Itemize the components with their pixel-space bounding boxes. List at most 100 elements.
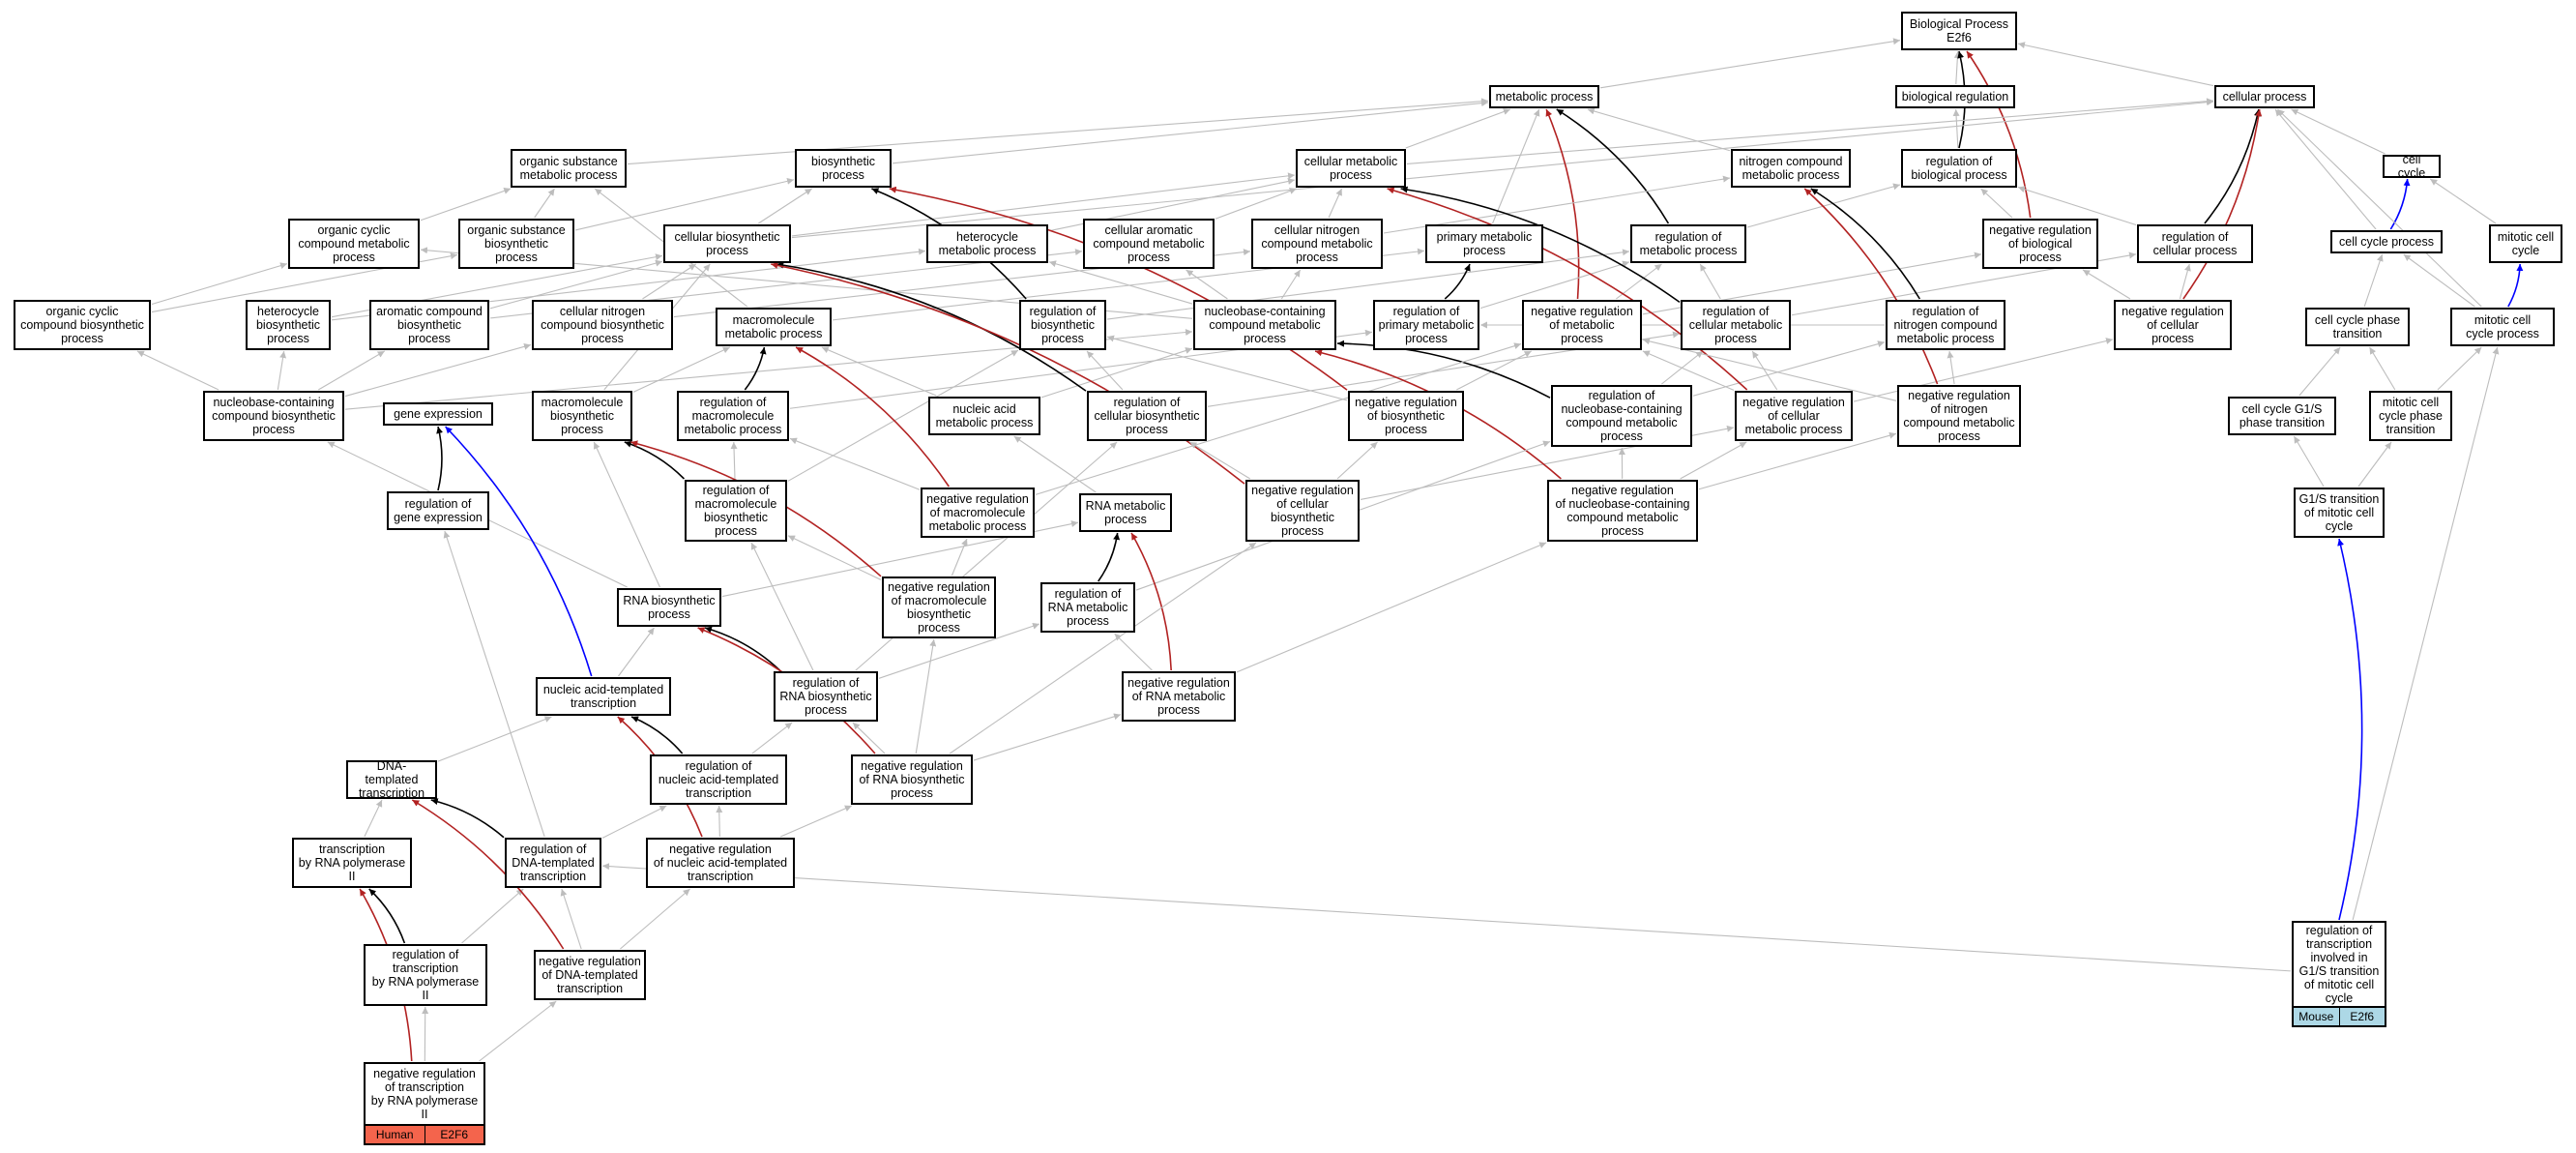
go-term-cellbio[interactable]: cellular biosynthetic process — [663, 224, 791, 263]
go-term-label: regulation of nucleobase-containing comp… — [1561, 389, 1683, 443]
go-term-rnabio[interactable]: RNA biosynthetic process — [617, 588, 721, 627]
go-term-dnatrans[interactable]: DNA-templated transcription — [346, 760, 437, 799]
go-term-orgsubbio[interactable]: organic substance biosynthetic process — [458, 219, 574, 269]
go-term-biosyn[interactable]: biosynthetic process — [795, 149, 892, 188]
go-term-label: organic cyclic compound metabolic proces… — [298, 223, 410, 264]
edge-is-a — [1280, 269, 1302, 300]
go-term-negregcell[interactable]: negative regulation of cellular process — [2114, 300, 2232, 350]
edge-is-a — [1698, 431, 1897, 490]
go-term-regnucbase[interactable]: regulation of nucleobase-containing comp… — [1551, 385, 1692, 447]
go-term-reggene[interactable]: regulation of gene expression — [387, 491, 489, 530]
go-term-nitro[interactable]: nitrogen compound metabolic process — [1731, 149, 1851, 188]
go-term-negregbio[interactable]: negative regulation of biological proces… — [1982, 219, 2098, 269]
go-term-ccg1s[interactable]: cell cycle G1/S phase transition — [2228, 397, 2336, 435]
go-term-orgsub[interactable]: organic substance metabolic process — [511, 149, 627, 188]
edge-is-a — [627, 98, 1489, 165]
go-term-metab[interactable]: metabolic process — [1489, 85, 1599, 108]
go-term-nucacid[interactable]: nucleic acid metabolic process — [928, 397, 1040, 435]
go-term-negregbiosyn[interactable]: negative regulation of biosynthetic proc… — [1348, 391, 1464, 441]
edge-is-a — [1106, 249, 1630, 320]
edge-regulates — [704, 626, 781, 671]
go-term-regmetab[interactable]: regulation of metabolic process — [1630, 224, 1746, 263]
go-term-label: macromolecule metabolic process — [724, 313, 823, 340]
go-term-macro[interactable]: macromolecule metabolic process — [716, 308, 832, 346]
go-term-orgcycbio[interactable]: organic cyclic compound biosynthetic pro… — [14, 300, 151, 350]
go-term-orgcyc[interactable]: organic cyclic compound metabolic proces… — [288, 219, 420, 269]
go-term-regprim[interactable]: regulation of primary metabolic process — [1373, 300, 1479, 350]
go-term-mouse[interactable]: regulation of transcription involved in … — [2292, 921, 2386, 1027]
go-term-regrnabio[interactable]: regulation of RNA biosynthetic process — [774, 671, 878, 722]
edge-is-a — [730, 441, 738, 480]
go-term-negregnat[interactable]: negative regulation of nucleic acid-temp… — [646, 838, 795, 888]
go-term-cellnitrobio[interactable]: cellular nitrogen compound biosynthetic … — [532, 300, 673, 350]
go-term-cellcycle[interactable]: cell cycle — [2383, 155, 2441, 178]
go-term-regcellbio[interactable]: regulation of cellular biosynthetic proc… — [1087, 391, 1207, 441]
go-term-bioreg[interactable]: biological regulation — [1895, 85, 2015, 108]
edge-is-a — [1189, 441, 1251, 480]
go-term-trpol2[interactable]: transcription by RNA polymerase II — [292, 838, 412, 888]
go-term-regtrpol2[interactable]: regulation of transcription by RNA polym… — [364, 944, 487, 1006]
go-term-regbiosyn[interactable]: regulation of biosynthetic process — [1019, 300, 1106, 350]
go-term-root[interactable]: Biological Process E2f6 — [1901, 12, 2017, 50]
edge-is-a — [2082, 269, 2131, 300]
go-term-regmacro[interactable]: regulation of macromolecule metabolic pr… — [677, 391, 789, 441]
go-term-cellarom[interactable]: cellular aromatic compound metabolic pro… — [1083, 219, 1215, 269]
go-term-regbio[interactable]: regulation of biological process — [1901, 149, 2017, 188]
edge-is-a — [1013, 435, 1097, 493]
go-term-label: regulation of RNA biosynthetic process — [779, 676, 872, 717]
edge-is-a — [1336, 441, 1378, 480]
go-term-label: negative regulation of biological proces… — [1989, 223, 2092, 264]
go-term-nucbase[interactable]: nucleobase-containing compound metabolic… — [1193, 300, 1336, 350]
go-term-geneexp[interactable]: gene expression — [383, 402, 493, 426]
go-term-ccphase[interactable]: cell cycle phase transition — [2305, 308, 2410, 346]
go-term-negregrnametab[interactable]: negative regulation of RNA metabolic pro… — [1122, 671, 1236, 722]
go-term-rnametab[interactable]: RNA metabolic process — [1079, 493, 1172, 532]
edge-is-a — [855, 441, 1118, 671]
edge-is-a — [1456, 350, 1532, 391]
go-term-negregmacro[interactable]: negative regulation of macromolecule met… — [921, 488, 1035, 538]
edge-is-a — [878, 622, 1040, 679]
go-term-hetero[interactable]: heterocycle metabolic process — [926, 224, 1048, 263]
go-term-regdna[interactable]: regulation of DNA-templated transcriptio… — [505, 838, 601, 888]
go-term-human[interactable]: negative regulation of transcription by … — [364, 1062, 485, 1145]
go-term-mitccphase[interactable]: mitotic cell cycle phase transition — [2369, 391, 2452, 441]
go-term-mitccproc[interactable]: mitotic cell cycle process — [2450, 308, 2555, 346]
go-term-arombio[interactable]: aromatic compound biosynthetic process — [369, 300, 489, 350]
go-term-nucbasebio[interactable]: nucleobase-containing compound biosynthe… — [203, 391, 344, 441]
go-term-negregdna[interactable]: negative regulation of DNA-templated tra… — [534, 950, 646, 1000]
go-term-heterobio[interactable]: heterocycle biosynthetic process — [246, 300, 331, 350]
go-term-mitcc[interactable]: mitotic cell cycle — [2489, 224, 2562, 263]
go-term-macrobio[interactable]: macromolecule biosynthetic process — [532, 391, 632, 441]
edge-regulates — [1098, 532, 1121, 582]
edge-is-a — [2369, 346, 2396, 391]
go-term-label: nucleic acid-templated transcription — [542, 683, 664, 710]
edge-is-a — [489, 259, 663, 310]
go-term-negregmetab[interactable]: negative regulation of metabolic process — [1522, 300, 1642, 350]
go-term-regrnametab[interactable]: regulation of RNA metabolic process — [1040, 582, 1135, 633]
go-term-ccproc[interactable]: cell cycle process — [2330, 230, 2443, 253]
go-term-negregrnabio[interactable]: negative regulation of RNA biosynthetic … — [851, 754, 973, 805]
go-term-primmetab[interactable]: primary metabolic process — [1425, 224, 1543, 263]
go-term-negregnitro[interactable]: negative regulation of nitrogen compound… — [1897, 385, 2021, 447]
edge-is-a — [852, 722, 886, 754]
go-term-regcellmetab[interactable]: regulation of cellular metabolic process — [1681, 300, 1791, 350]
go-term-cellproc[interactable]: cellular process — [2214, 85, 2315, 108]
edge-is-a — [632, 346, 731, 393]
go-term-regmacrobio[interactable]: regulation of macromolecule biosynthetic… — [685, 480, 787, 542]
edge-is-a — [437, 716, 552, 762]
go-term-negregnucbase[interactable]: negative regulation of nucleobase-contai… — [1547, 480, 1698, 542]
go-term-nattrans[interactable]: nucleic acid-templated transcription — [536, 677, 671, 716]
edge-is-a — [2179, 263, 2191, 300]
go-term-g1smit[interactable]: G1/S transition of mitotic cell cycle — [2294, 488, 2385, 538]
go-term-regnitro[interactable]: regulation of nitrogen compound metaboli… — [1886, 300, 2005, 350]
go-term-negregcellbio[interactable]: negative regulation of cellular biosynth… — [1245, 480, 1360, 542]
go-term-cellnitro[interactable]: cellular nitrogen compound metabolic pro… — [1251, 219, 1383, 269]
go-term-cellmetab[interactable]: cellular metabolic process — [1296, 149, 1406, 188]
edge-is-a — [1114, 633, 1153, 671]
go-term-negregmacrobio[interactable]: negative regulation of macromolecule bio… — [882, 576, 996, 638]
go-term-negregcellmetab[interactable]: negative regulation of cellular metaboli… — [1735, 391, 1853, 441]
go-term-label: regulation of gene expression — [394, 497, 483, 524]
go-term-regcell[interactable]: regulation of cellular process — [2137, 224, 2253, 263]
go-term-regnat[interactable]: regulation of nucleic acid-templated tra… — [650, 754, 787, 805]
go-term-label: negative regulation of RNA metabolic pro… — [1127, 676, 1230, 717]
